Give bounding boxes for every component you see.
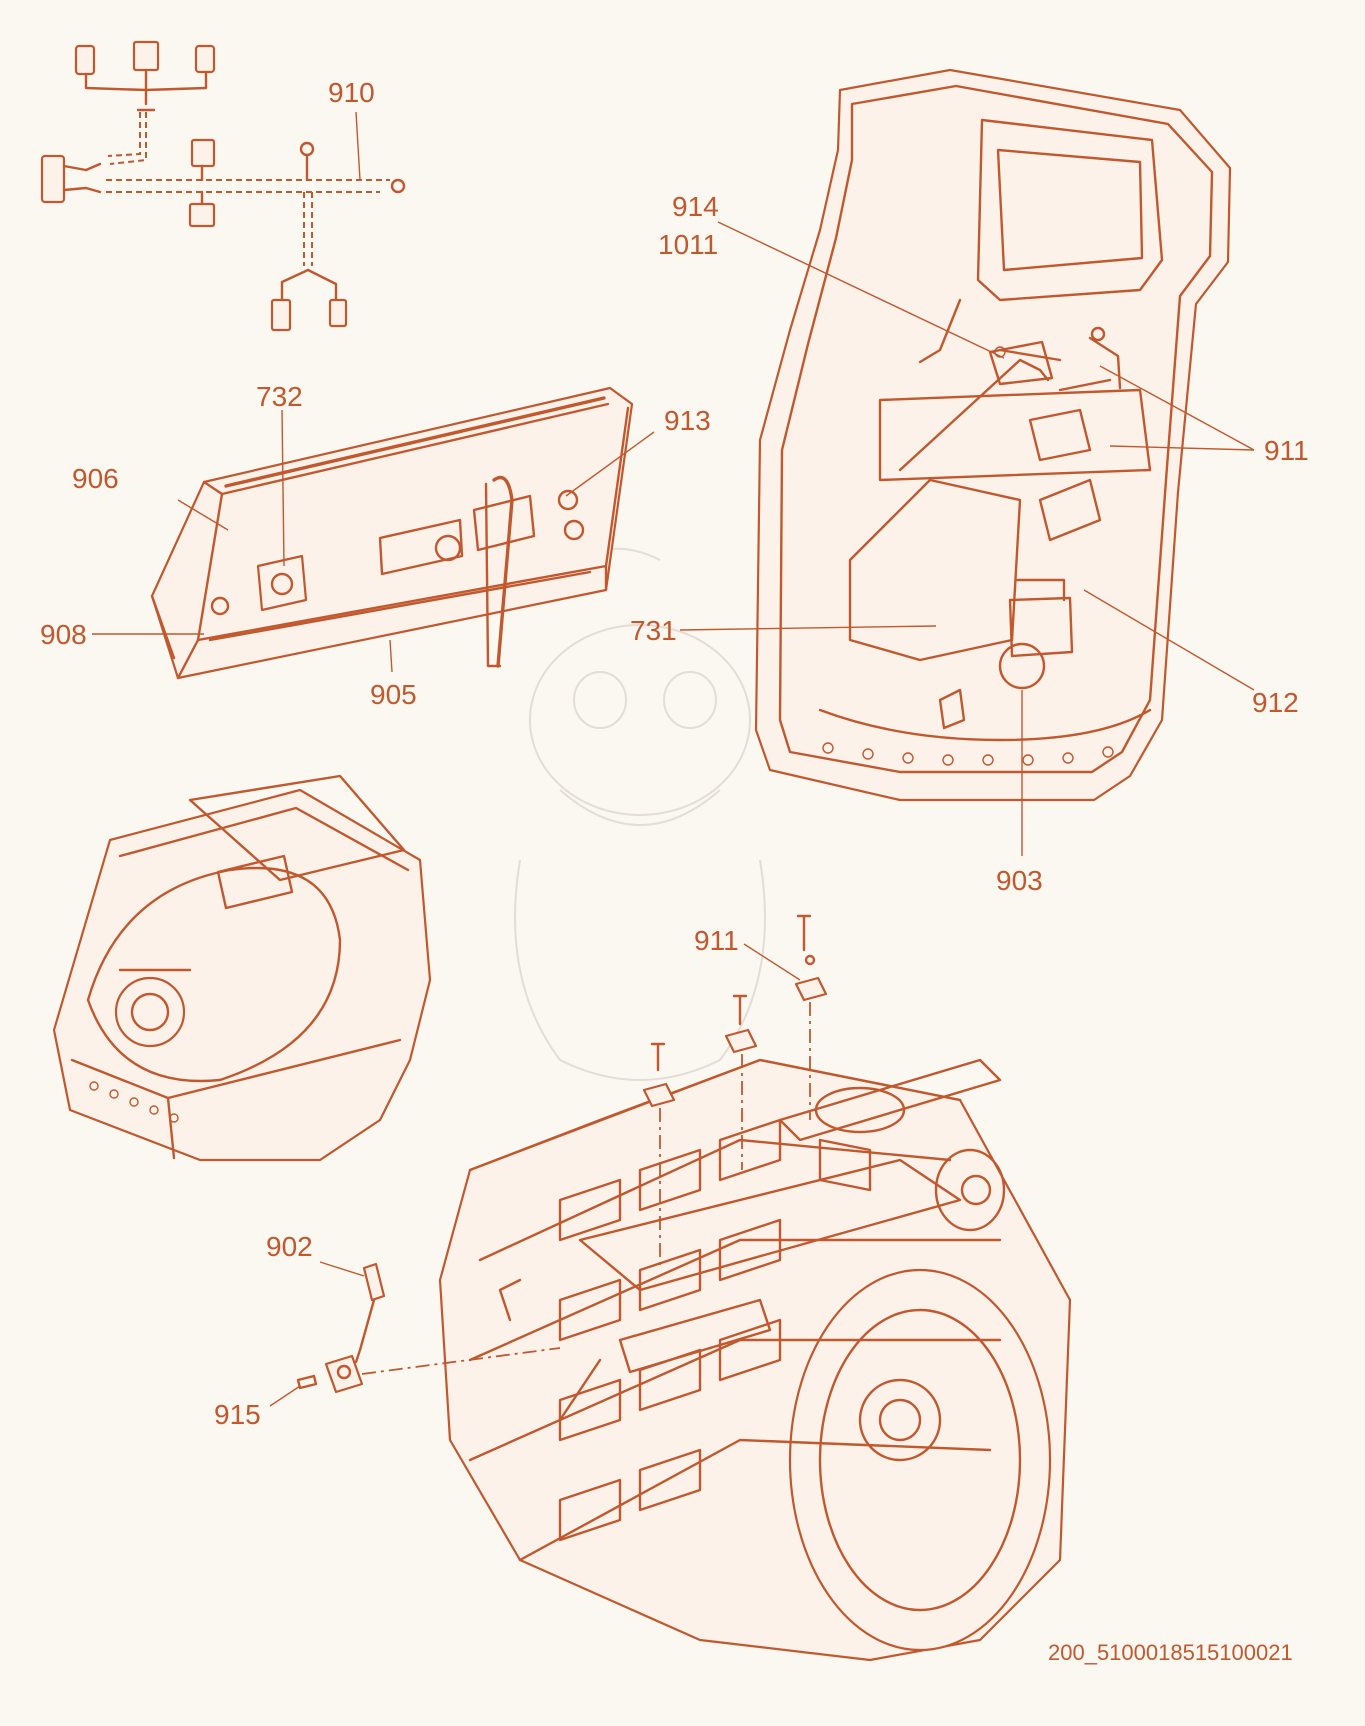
- callout-panel-top: 732: [256, 381, 303, 412]
- callout-panel-bracket: 908: [40, 619, 87, 650]
- drum-assembly: [438, 1058, 1072, 1662]
- callout-housing-screw: 911: [1264, 435, 1309, 466]
- callout-panel-bottom: 905: [370, 679, 417, 710]
- callout-drum-screws: 911: [694, 925, 739, 956]
- callout-housing-sensor: 731: [630, 615, 677, 646]
- wiring-harness: [40, 40, 406, 332]
- callout-housing-relay: 912: [1252, 687, 1299, 718]
- callout-panel-bolt: 913: [664, 405, 711, 436]
- callout-housing-cable-b: 1011: [658, 229, 718, 260]
- drawing-number: 200_5100018515100021: [1048, 1640, 1293, 1665]
- callout-harness: 910: [328, 77, 375, 108]
- callout-drum-screw: 915: [214, 1399, 261, 1430]
- main-housing: [754, 68, 1232, 802]
- callout-panel-left: 906: [72, 463, 119, 494]
- motor-cover: [52, 774, 432, 1162]
- callout-leaders: [92, 221, 1255, 1407]
- angled-panel: [150, 386, 634, 680]
- callout-housing-switch: 903: [996, 865, 1043, 896]
- callout-labels: 910 732 906 913 908 905 914 1011 911 731…: [40, 77, 1309, 1430]
- drum-sensor: [296, 1262, 561, 1394]
- drum-screws: [642, 914, 828, 1270]
- callout-housing-cable-a: 914: [672, 191, 719, 222]
- callout-drum-sensor: 902: [266, 1231, 313, 1262]
